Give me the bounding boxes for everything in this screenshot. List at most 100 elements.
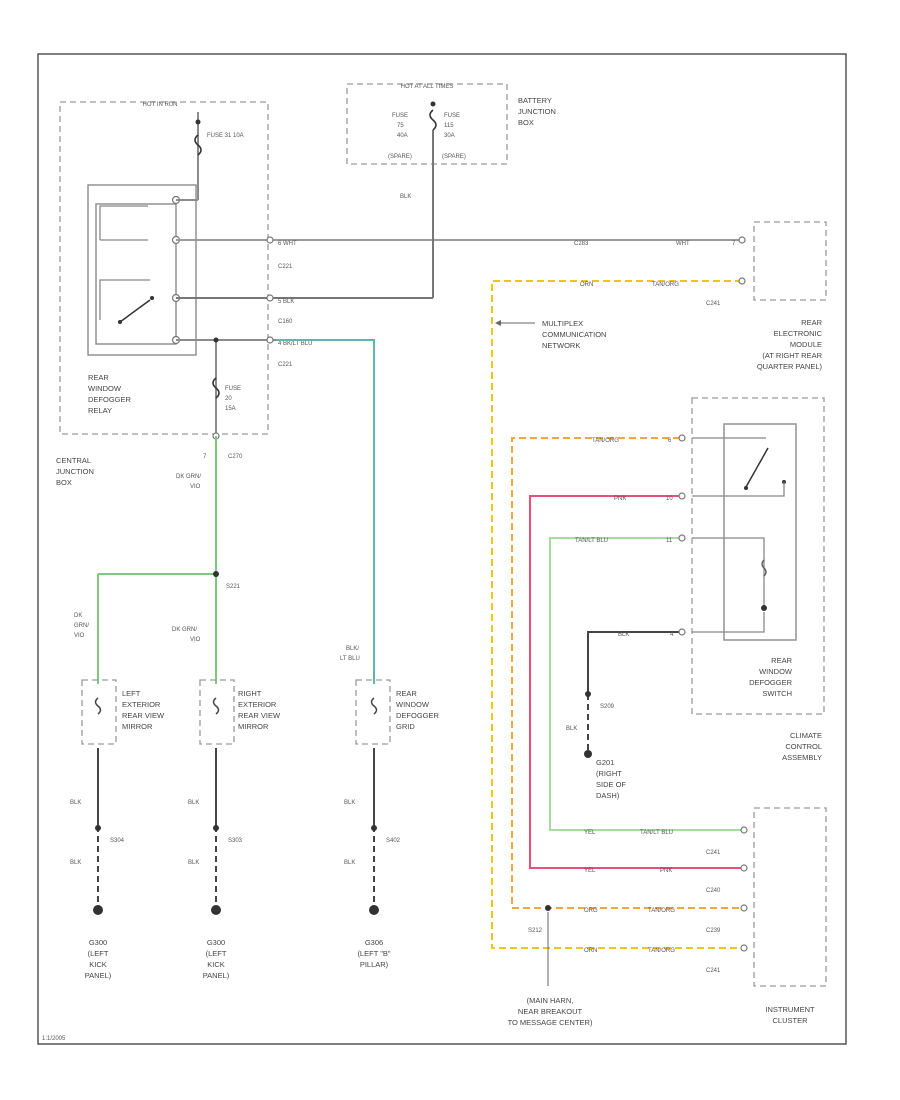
central-junction-box-outline — [59, 101, 269, 435]
pin-7-label: 7 — [732, 241, 736, 247]
right-mirror-symbol — [212, 697, 220, 715]
ic-row1b: TAN/LT BLU — [640, 830, 673, 836]
c241-ic1: C241 — [706, 850, 721, 856]
tan-org-switch-label: TAN/ORG — [592, 438, 619, 444]
switch-indicator — [761, 559, 767, 577]
ic-row2b: PNK — [660, 868, 672, 874]
wire-tan-lt-blu-switch — [549, 537, 742, 831]
blk-ground-label: BLK — [566, 726, 577, 732]
wire-tan-org-switch — [511, 437, 742, 909]
blk-l1: BLK — [70, 800, 81, 806]
wire-pnk-switch — [529, 495, 742, 869]
ic-row1: YEL — [584, 830, 596, 836]
s221-label: S221 — [226, 584, 241, 590]
fuse-20-symbol — [212, 377, 220, 399]
right-mirror-box — [199, 679, 235, 745]
dk-grn-vio-mid: DK GRN/VIO — [172, 627, 201, 643]
c270-pin: 7 — [203, 454, 207, 460]
relay-switch-contact — [150, 296, 154, 300]
ic-row2: YEL — [584, 868, 596, 874]
s303-label: S303 — [228, 838, 243, 844]
relay-contact-lead — [99, 279, 150, 320]
ic-row3: ORG — [584, 908, 598, 914]
left-mirror-symbol — [94, 697, 102, 715]
pin-10-label: 10 — [666, 496, 673, 502]
pnk-switch-label: PNK — [614, 496, 626, 502]
g306-ground — [369, 905, 379, 915]
blk-lt-blu-label: BLK/LT BLU — [340, 646, 360, 662]
s303-splice — [213, 825, 219, 831]
ic-row4b: TAN/ORG — [648, 948, 675, 954]
c240: C240 — [706, 888, 721, 894]
wire-multiplex-top — [491, 280, 742, 949]
instrument-cluster-box — [753, 807, 827, 987]
relay-inner — [95, 203, 177, 345]
c239: C239 — [706, 928, 721, 934]
defogger-grid-symbol — [370, 697, 378, 715]
blk-top-label: BLK — [400, 194, 411, 200]
connector-markers — [266, 236, 274, 344]
fuse-31-label: FUSE 31 10A — [207, 133, 244, 139]
bjb-fuse-terminal — [430, 101, 436, 107]
switch-internal-3 — [692, 537, 765, 608]
multiplex-arrow-head — [495, 320, 501, 326]
s221-splice — [213, 571, 219, 577]
fuse-20-top-terminal — [213, 337, 219, 343]
relay-coil — [99, 205, 148, 241]
g300-left-ground — [93, 905, 103, 915]
wire-blk-switch — [587, 631, 680, 694]
defogger-grid-box — [355, 679, 391, 745]
bk-lt-blu-label: 4 BK/LT BLU — [278, 341, 312, 347]
c221-a-label: C221 — [278, 264, 293, 270]
rear-electronic-module — [753, 221, 827, 301]
blk-r2: BLK — [344, 860, 355, 866]
c270-label: C270 — [228, 454, 243, 460]
diagram-frame — [37, 53, 847, 1045]
fuse-31-top-terminal — [195, 119, 201, 125]
wire-blk-lt-blu — [276, 339, 375, 684]
blk-l2: BLK — [70, 860, 81, 866]
g300-mid-ground — [211, 905, 221, 915]
s402-splice — [371, 825, 377, 831]
ic-terminals — [740, 826, 748, 952]
switch-terminals — [678, 434, 686, 636]
hot-in-run-label: HOT IN RUN — [143, 102, 178, 108]
rem-terminal-wht — [738, 236, 746, 244]
dk-grn-vio-1: DK GRN/VIO — [176, 474, 201, 490]
hot-at-all-times-label: HOT AT ALL TIMES — [401, 84, 454, 90]
pin-6-label: 6 — [668, 438, 672, 444]
blk-r1: BLK — [344, 800, 355, 806]
tan-lt-blu-switch-label: TAN/LT BLU — [575, 538, 608, 544]
pin-11-label: 11 — [666, 538, 673, 544]
c160-label: C160 — [278, 319, 293, 325]
blk-switch-label: BLK — [618, 632, 629, 638]
c283-label: C283 — [574, 241, 589, 247]
relay-switch-pivot — [118, 320, 122, 324]
pin-4-label: 4 — [670, 632, 674, 638]
switch-arm — [745, 447, 769, 488]
fuse-31-symbol — [194, 134, 202, 156]
s304-label: S304 — [110, 838, 125, 844]
blk-c160-label: 5 BLK — [278, 299, 294, 305]
g306-label: G306(LEFT "B"PILLAR) — [357, 938, 390, 969]
c221-b-label: C221 — [278, 362, 293, 368]
s402-label: S402 — [386, 838, 401, 844]
ic-row4: ORN — [584, 948, 597, 954]
wht-c221-label: 6 WHT — [278, 241, 297, 247]
page-id: 1:1/2005 — [42, 1036, 66, 1042]
